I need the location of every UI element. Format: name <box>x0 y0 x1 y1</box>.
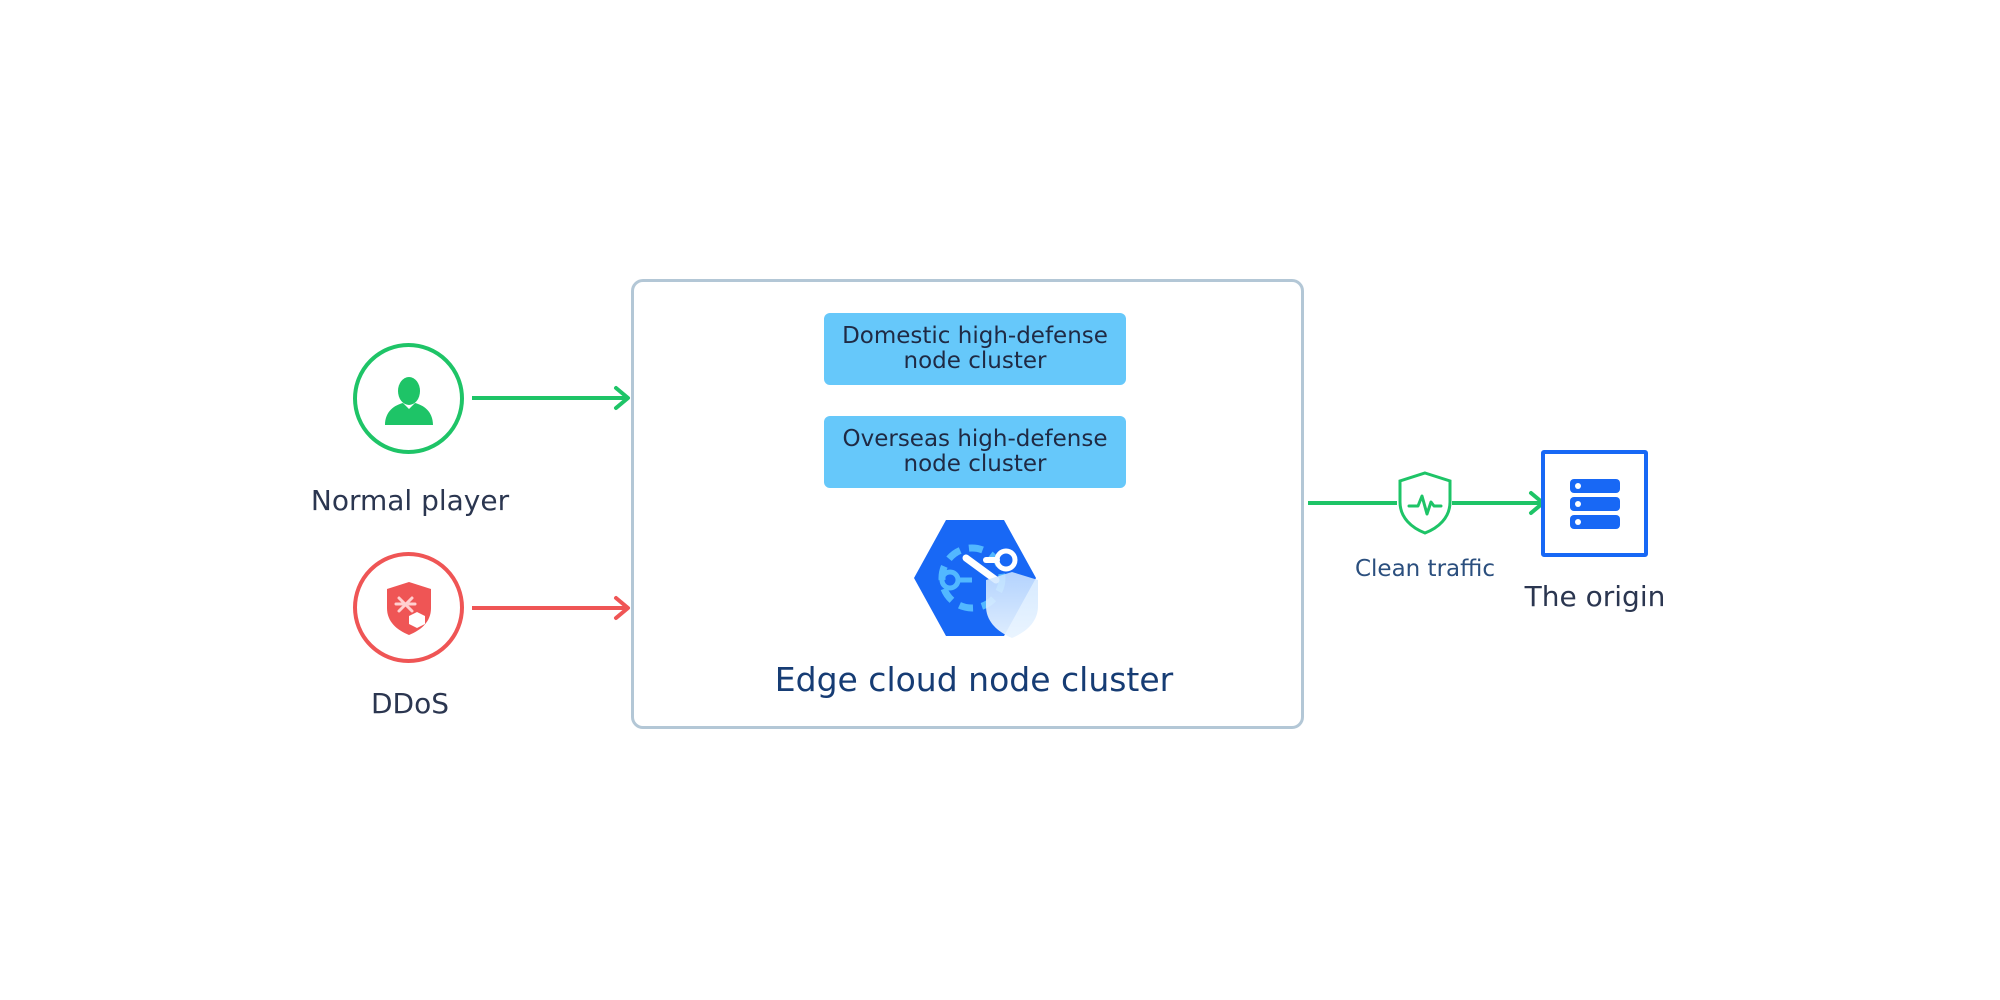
overseas-node-cluster: Overseas high-defense node cluster <box>824 416 1126 488</box>
domestic-node-cluster-label: Domestic high-defense node cluster <box>842 323 1108 374</box>
ddos-arrow <box>472 596 630 620</box>
edge-cloud-hexagon-icon <box>914 520 1038 638</box>
domestic-node-cluster: Domestic high-defense node cluster <box>824 313 1126 385</box>
ddos-label: DDoS <box>370 687 450 720</box>
heartbeat-shield-icon <box>1398 471 1452 535</box>
ddos-node <box>353 552 464 663</box>
clean-traffic-label: Clean traffic <box>1354 556 1496 582</box>
normal-player-node <box>353 343 464 454</box>
normal-player-label: Normal player <box>310 484 510 517</box>
user-icon <box>384 376 433 425</box>
origin-label: The origin <box>1524 580 1666 613</box>
server-icon <box>1569 478 1620 529</box>
edge-cluster-title: Edge cloud node cluster <box>774 660 1174 699</box>
normal-player-arrow <box>472 386 630 410</box>
attack-shield-icon <box>386 581 431 635</box>
origin-node <box>1541 450 1648 557</box>
overseas-node-cluster-label: Overseas high-defense node cluster <box>842 426 1108 477</box>
